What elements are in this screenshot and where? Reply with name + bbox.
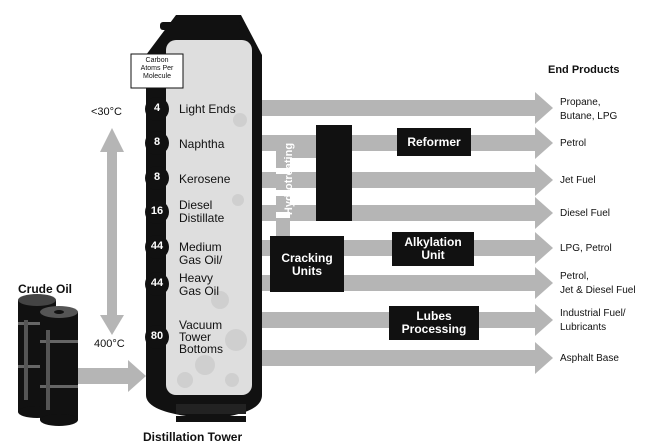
temp-bottom: 400°C (94, 338, 125, 350)
product-lpg-petrol: LPG, Petrol (560, 243, 612, 254)
hydrotreating-label: Hydrotreating (283, 142, 295, 216)
arrow-asphalt (240, 342, 553, 374)
carbon-count-vacuum-bottoms: 80 (150, 330, 164, 342)
distillation-tower (130, 15, 262, 422)
lubes-label: Lubes Processing (401, 309, 467, 336)
crude-feed-arrow (78, 360, 146, 392)
fraction-kerosene: Kerosene (179, 172, 231, 186)
product-diesel-fuel: Diesel Fuel (560, 208, 611, 219)
carbon-header: Carbon Atoms Per Molecule (140, 57, 174, 80)
product-propane-butane-lpg: Propane, Butane, LPG (560, 97, 618, 122)
process-boxes (270, 125, 479, 340)
product-industrial-fuel-lubricants: Industrial Fuel/ Lubricants (560, 308, 626, 333)
alkylation-label: Alkylation Unit (404, 235, 462, 262)
end-products-title: End Products (548, 64, 620, 76)
temperature-arrow (100, 128, 124, 335)
fraction-naphtha: Naphtha (179, 137, 225, 151)
temp-top: <30°C (91, 106, 123, 118)
fraction-diesel: Diesel Distillate (179, 198, 225, 225)
arrow-light-ends (240, 92, 553, 124)
alkylation-box (392, 232, 474, 266)
product-jet-fuel: Jet Fuel (560, 175, 596, 186)
cracking-box (270, 236, 344, 292)
crude-oil-label: Crude Oil (18, 282, 73, 296)
tower-label: Distillation Tower (143, 430, 243, 444)
carbon-circles (145, 97, 169, 349)
cracking-label: Cracking Units (281, 251, 333, 278)
carbon-count-diesel: 16 (150, 205, 164, 217)
reformer-label: Reformer (407, 135, 461, 149)
product-petrol-jet-diesel: Petrol, Jet & Diesel Fuel (560, 271, 636, 296)
crude-oil-barrels (18, 294, 78, 426)
carbon-count-heavy-gas-oil: 44 (150, 277, 164, 289)
carbon-count-light-ends: 4 (153, 102, 161, 114)
fraction-vacuum-bottoms: Vacuum Tower Bottoms (179, 318, 224, 356)
hydrotreating-box (316, 125, 352, 221)
carbon-header-box (130, 53, 184, 89)
fraction-light-ends: Light Ends (179, 102, 236, 116)
carbon-count-naphtha: 8 (153, 136, 161, 148)
carbon-count-kerosene: 8 (153, 171, 161, 183)
carbon-count-medium-gas-oil: 44 (150, 240, 164, 252)
product-petrol: Petrol (560, 138, 587, 149)
fraction-heavy-gas-oil: Heavy Gas Oil (179, 271, 220, 298)
fraction-medium-gas-oil: Medium Gas Oil/ (179, 240, 223, 267)
lubes-box (389, 306, 479, 340)
reformer-box (397, 128, 471, 156)
product-asphalt-base: Asphalt Base (560, 353, 619, 364)
